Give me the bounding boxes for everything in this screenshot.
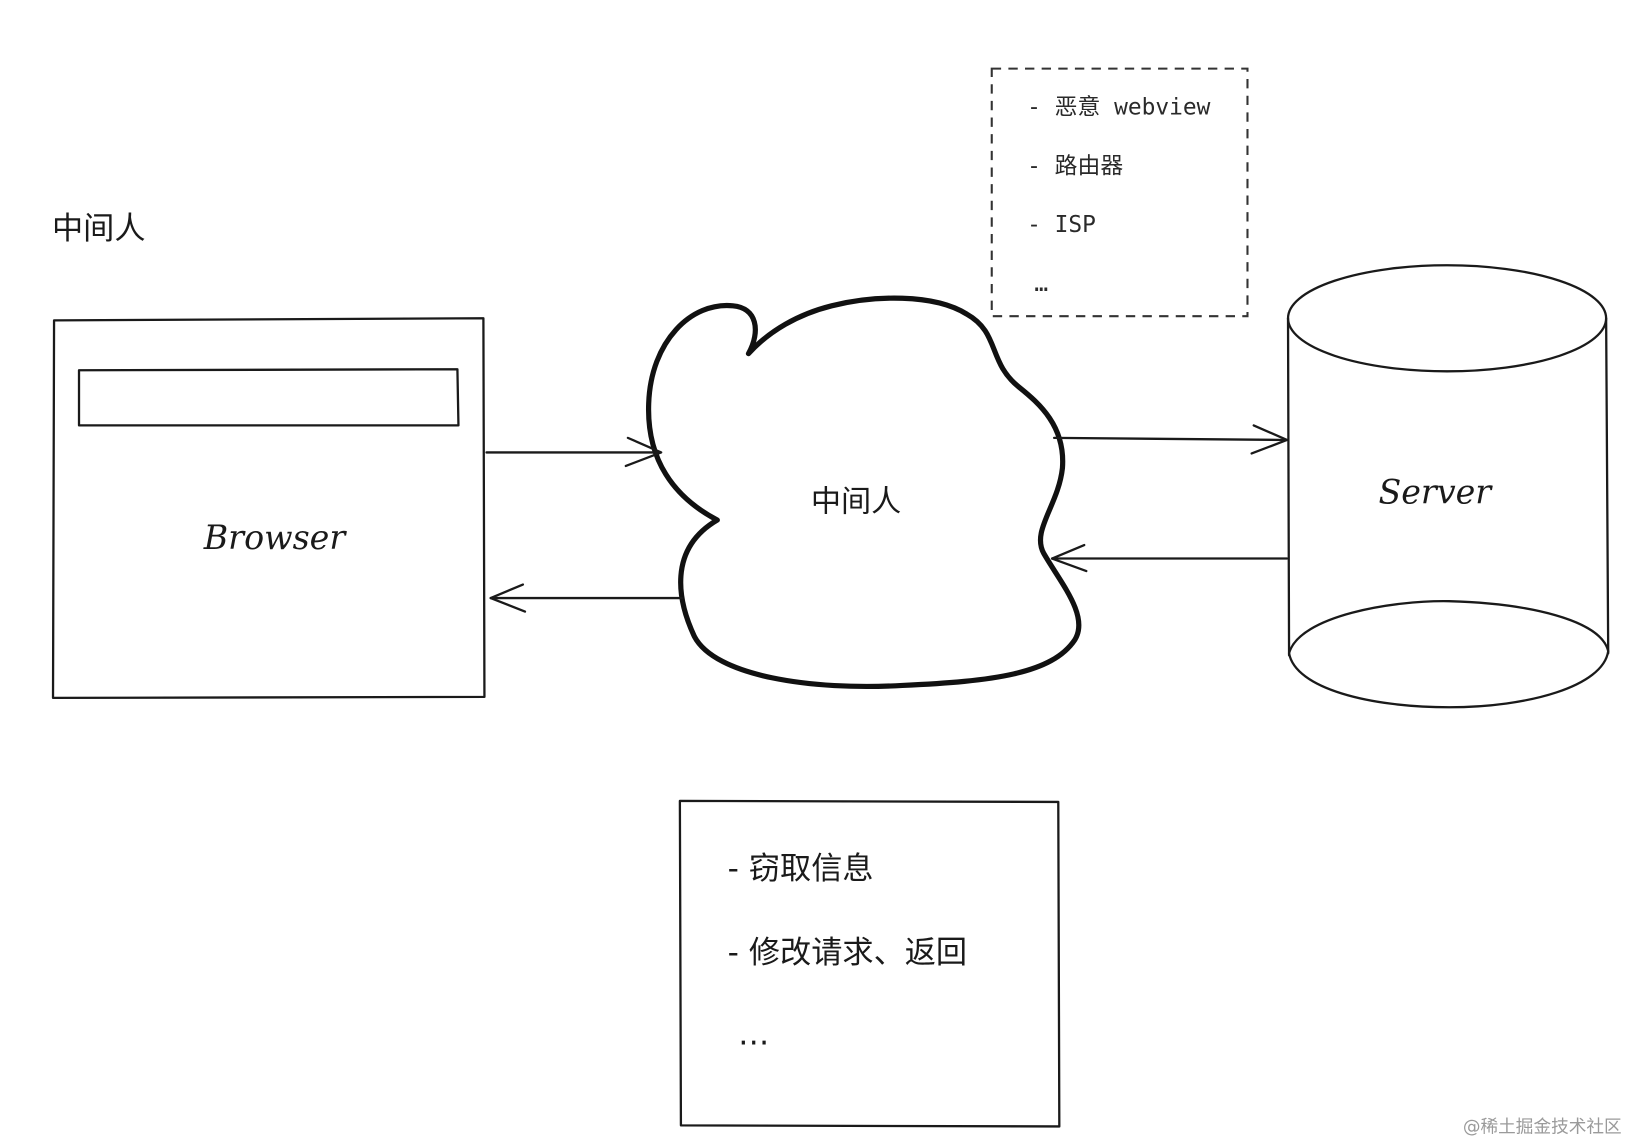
effects-box: - 窃取信息 - 修改请求、返回 …: [678, 799, 1061, 1128]
server-node: Server: [1286, 264, 1610, 709]
actors-box-border: [990, 67, 1249, 318]
browser-node: Browser: [51, 317, 486, 700]
effects-item-modify-request: - 修改请求、返回: [728, 935, 967, 971]
server-cylinder-top: [1286, 264, 1608, 373]
browser-window-frame: [51, 317, 486, 700]
middleman-node: 中间人: [646, 295, 1082, 690]
middleman-label: 中间人: [811, 485, 901, 520]
server-cylinder-right-side: [1604, 317, 1610, 655]
server-cylinder-left-side: [1286, 317, 1291, 657]
watermark-text: @稀土掘金技术社区: [1463, 1117, 1622, 1138]
actors-item-webview: - 恶意 webview: [1027, 94, 1211, 120]
effects-box-border: [678, 799, 1061, 1128]
actors-item-more: …: [1034, 271, 1048, 297]
arrow-server-to-middleman: [1050, 543, 1289, 573]
browser-address-bar: [77, 368, 460, 427]
effects-item-more: …: [738, 1016, 769, 1052]
server-label: Server: [1378, 472, 1493, 511]
server-cylinder-bottom: [1287, 600, 1610, 709]
actors-item-router: - 路由器: [1027, 154, 1123, 180]
arrow-middleman-to-server: [1052, 424, 1289, 455]
diagram-title: 中间人: [52, 211, 146, 247]
arrow-middleman-to-browser: [489, 583, 684, 613]
actors-item-isp: - ISP: [1027, 212, 1096, 238]
middleman-cloud-shape: [646, 295, 1082, 690]
arrow-browser-to-middleman: [485, 436, 663, 468]
effects-item-steal-info: - 窃取信息: [728, 851, 874, 887]
browser-label: Browser: [203, 518, 348, 557]
actors-box: - 恶意 webview - 路由器 - ISP …: [990, 67, 1249, 318]
